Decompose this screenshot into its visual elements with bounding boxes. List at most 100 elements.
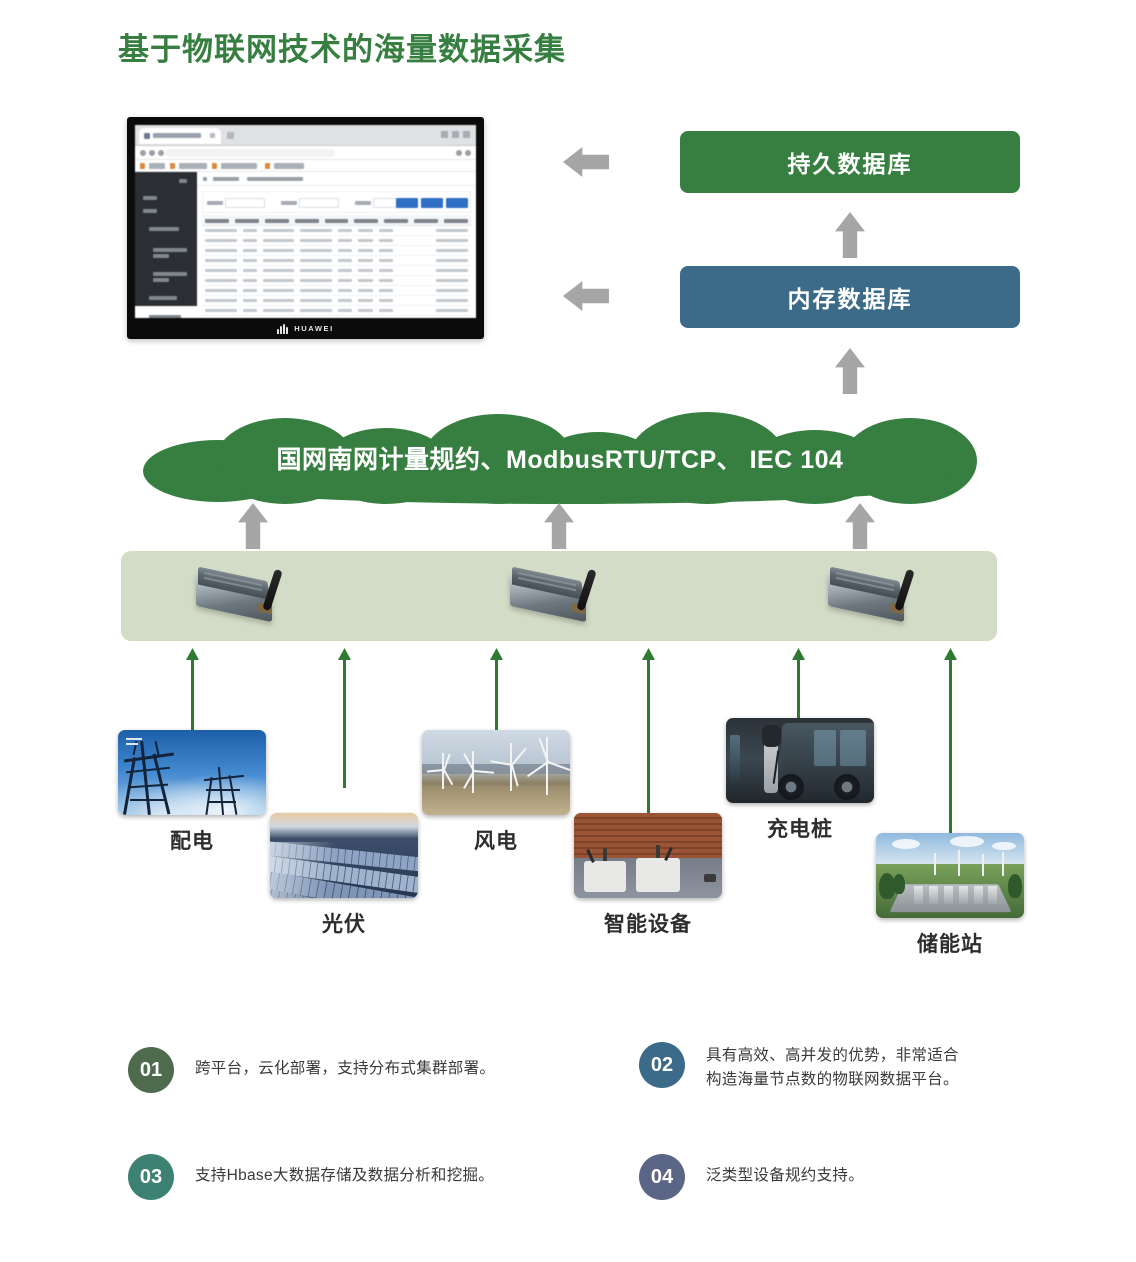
- sidebar-item[interactable]: [143, 209, 157, 213]
- tab-favicon-icon: [144, 133, 150, 139]
- feature-number-badge-02: 02: [639, 1042, 685, 1088]
- reload-icon[interactable]: [158, 150, 164, 156]
- sidebar-item[interactable]: [149, 296, 177, 300]
- table-row[interactable]: [202, 306, 471, 316]
- new-tab-icon[interactable]: [227, 132, 234, 139]
- back-icon[interactable]: [140, 150, 146, 156]
- power-grid-image: [118, 730, 266, 815]
- bookmark-icon[interactable]: [140, 163, 145, 169]
- filter-input[interactable]: [225, 198, 265, 208]
- huawei-logo-icon: [277, 323, 290, 334]
- feature-line-1: 泛类型设备规约支持。: [706, 1167, 865, 1184]
- column-header: [294, 219, 319, 223]
- feature-line-2: 构造海量节点数的物联网数据平台。: [706, 1071, 959, 1089]
- feature-item-03: 03 支持Hbase大数据存储及数据分析和挖掘。: [128, 1154, 494, 1200]
- table-row[interactable]: [202, 296, 471, 306]
- bookmark-item[interactable]: [221, 163, 257, 169]
- menu-icon[interactable]: [465, 150, 471, 156]
- filter-input[interactable]: [299, 198, 339, 208]
- protocol-cloud: 国网南网计量规约、ModbusRTU/TCP、 IEC 104: [143, 412, 977, 504]
- table-row[interactable]: [202, 226, 471, 236]
- bookmark-icon[interactable]: [212, 163, 217, 169]
- column-header: [444, 219, 469, 223]
- column-header: [414, 219, 439, 223]
- window-close-icon[interactable]: [463, 131, 470, 138]
- feature-item-04: 04 泛类型设备规约支持。: [639, 1154, 864, 1200]
- search-button[interactable]: [396, 198, 418, 208]
- browser-tab[interactable]: [139, 128, 221, 144]
- source-card-wind-power[interactable]: 风电: [422, 730, 570, 855]
- filter-panel: [202, 191, 471, 213]
- sidebar-item[interactable]: [149, 315, 181, 318]
- sidebar-item[interactable]: [153, 272, 187, 276]
- column-header: [205, 219, 229, 223]
- bookmark-bar: [135, 160, 476, 172]
- feature-number-badge-01: 01: [128, 1047, 174, 1093]
- table-row[interactable]: [202, 246, 471, 256]
- minimize-icon[interactable]: [441, 131, 448, 138]
- arrow-gateway-to-cloud-2: [544, 503, 574, 549]
- bookmark-item[interactable]: [149, 163, 165, 169]
- source-label-energy-storage: 储能站: [917, 933, 983, 956]
- sidebar-item[interactable]: [143, 196, 157, 200]
- feature-number-badge-03: 03: [128, 1154, 174, 1200]
- extensions-icon[interactable]: [456, 150, 462, 156]
- table-row[interactable]: [202, 266, 471, 276]
- address-bar[interactable]: [135, 146, 476, 160]
- breadcrumb-item[interactable]: [213, 177, 239, 181]
- source-card-energy-storage[interactable]: 储能站: [876, 833, 1024, 958]
- dashboard-screenshot: [135, 125, 476, 318]
- sidebar-item[interactable]: [153, 248, 187, 252]
- monitor-brand: HUAWEI: [294, 324, 334, 333]
- memory-database-box[interactable]: 内存数据库: [680, 266, 1020, 328]
- sidebar-collapse-icon[interactable]: [179, 179, 187, 183]
- table-row[interactable]: [202, 276, 471, 286]
- feature-line-1: 支持Hbase大数据存储及数据分析和挖掘。: [195, 1167, 495, 1184]
- charging-pile-image: [726, 718, 874, 803]
- arrow-source-to-gateway-3: [490, 648, 503, 732]
- page-title: 基于物联网技术的海量数据采集: [118, 32, 566, 67]
- back-icon[interactable]: [203, 177, 207, 181]
- monitor-device: HUAWEI: [127, 117, 484, 339]
- tab-title: [153, 133, 201, 138]
- bookmark-item[interactable]: [179, 163, 207, 169]
- iot-gateway-device-3: [828, 566, 936, 630]
- feature-item-01: 01 跨平台，云化部署，支持分布式集群部署。: [128, 1047, 495, 1093]
- persistent-database-box[interactable]: 持久数据库: [680, 131, 1020, 193]
- source-card-photovoltaic[interactable]: 光伏: [270, 813, 418, 938]
- table-row[interactable]: [202, 256, 471, 266]
- table-row[interactable]: [202, 286, 471, 296]
- table-row[interactable]: [202, 236, 471, 246]
- sidebar-item[interactable]: [153, 254, 169, 258]
- source-card-smart-device[interactable]: 智能设备: [574, 813, 722, 938]
- sidebar-item[interactable]: [153, 278, 169, 282]
- feature-number-02: 02: [650, 1053, 674, 1076]
- export-button[interactable]: [446, 198, 468, 208]
- table-row[interactable]: [202, 316, 471, 318]
- arrow-source-to-gateway-2: [338, 648, 351, 788]
- filter-label: [207, 201, 223, 205]
- reset-button[interactable]: [421, 198, 443, 208]
- source-card-charging-pile[interactable]: 充电桩: [726, 718, 874, 843]
- maximize-icon[interactable]: [452, 131, 459, 138]
- feature-number-badge-04: 04: [639, 1154, 685, 1200]
- sidebar-item[interactable]: [149, 227, 179, 231]
- close-icon[interactable]: [210, 133, 215, 138]
- arrow-source-to-gateway-1: [186, 648, 199, 732]
- filter-label: [355, 201, 371, 205]
- bookmark-item[interactable]: [274, 163, 304, 169]
- browser-chrome: [135, 125, 476, 146]
- monitor-bezel: HUAWEI: [135, 318, 476, 339]
- arrow-source-to-gateway-6: [944, 648, 957, 833]
- forward-icon[interactable]: [149, 150, 155, 156]
- arrow-memory-db-to-monitor: [563, 281, 609, 311]
- arrow-cloud-to-memory-db: [835, 348, 865, 394]
- source-card-power-distribution[interactable]: 配电: [118, 730, 266, 855]
- arrow-gateway-to-cloud-3: [845, 503, 875, 549]
- bookmark-icon[interactable]: [170, 163, 175, 169]
- breadcrumb-item[interactable]: [247, 177, 303, 181]
- bookmark-icon[interactable]: [265, 163, 270, 169]
- persistent-database-label: 持久数据库: [787, 151, 913, 177]
- feature-text-03: 支持Hbase大数据存储及数据分析和挖掘。: [195, 1154, 494, 1188]
- url-input[interactable]: [165, 149, 335, 157]
